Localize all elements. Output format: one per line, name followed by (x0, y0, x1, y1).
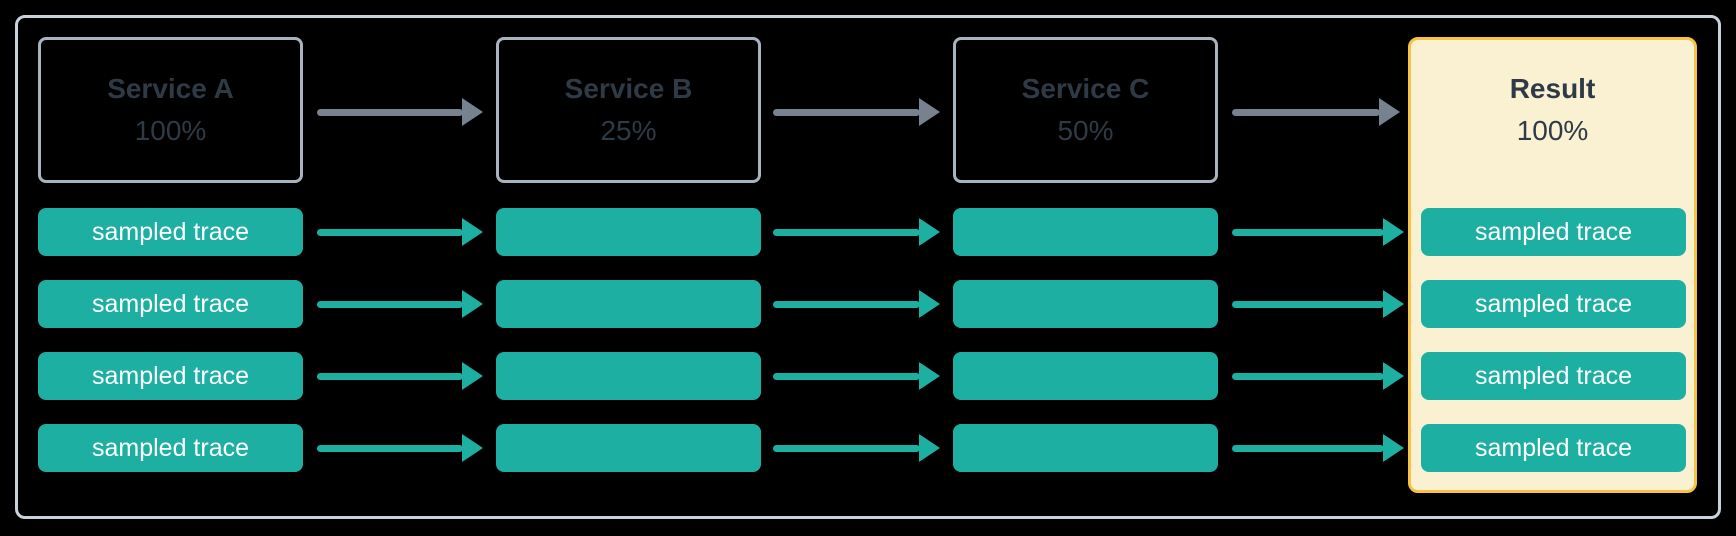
arrow-shaft (317, 228, 463, 236)
service-b-box: Service B 25% (496, 37, 761, 183)
service-b-percentage: 25% (600, 115, 657, 146)
arrow-head-icon (1383, 362, 1404, 390)
trace-bar-b3 (496, 352, 761, 400)
result-panel: Result 100% sampled trace sampled trace … (1408, 37, 1697, 493)
arrow-shaft (317, 372, 463, 380)
result-title: Result (1509, 72, 1596, 104)
trace-arrow-b-c-4 (773, 434, 940, 462)
arrow-head-icon (919, 98, 940, 126)
arrow-head-icon (919, 218, 940, 246)
arrow-head-icon (462, 98, 483, 126)
service-c-box: Service C 50% (953, 37, 1218, 183)
trace-arrow-c-result-2 (1232, 290, 1404, 318)
arrow-shaft (773, 228, 920, 236)
flow-arrow-a-b (317, 98, 483, 126)
trace-bar-c3 (953, 352, 1218, 400)
trace-bar-c2 (953, 280, 1218, 328)
flow-arrow-c-result (1232, 98, 1400, 126)
arrow-head-icon (462, 290, 483, 318)
arrow-shaft (1232, 228, 1384, 236)
trace-bar-b2 (496, 280, 761, 328)
result-header: Result 100% (1411, 40, 1694, 180)
trace-bar-a2: sampled trace (38, 280, 303, 328)
service-b-title: Service B (564, 72, 693, 104)
arrow-head-icon (919, 434, 940, 462)
trace-bar-b4 (496, 424, 761, 472)
trace-bar-a1: sampled trace (38, 208, 303, 256)
arrow-head-icon (919, 362, 940, 390)
trace-bar-a3: sampled trace (38, 352, 303, 400)
trace-arrow-c-result-3 (1232, 362, 1404, 390)
arrow-shaft (1232, 444, 1384, 452)
trace-arrow-b-c-1 (773, 218, 940, 246)
trace-bar-c1 (953, 208, 1218, 256)
trace-arrow-c-result-4 (1232, 434, 1404, 462)
arrow-head-icon (1379, 98, 1400, 126)
arrow-shaft (1232, 300, 1384, 308)
arrow-shaft (773, 444, 920, 452)
arrow-head-icon (462, 218, 483, 246)
arrow-shaft (1232, 372, 1384, 380)
arrow-shaft (773, 372, 920, 380)
service-c-percentage: 50% (1057, 115, 1114, 146)
service-a-percentage: 100% (134, 115, 207, 146)
trace-arrow-a-b-3 (317, 362, 483, 390)
trace-bar-a4: sampled trace (38, 424, 303, 472)
trace-arrow-c-result-1 (1232, 218, 1404, 246)
arrow-head-icon (1383, 218, 1404, 246)
flow-arrow-b-c (773, 98, 940, 126)
trace-arrow-b-c-3 (773, 362, 940, 390)
arrow-shaft (1232, 108, 1380, 116)
arrow-shaft (773, 108, 920, 116)
trace-arrow-a-b-2 (317, 290, 483, 318)
arrow-head-icon (1383, 434, 1404, 462)
result-percentage: 100% (1516, 115, 1589, 146)
arrow-shaft (317, 444, 463, 452)
arrow-shaft (773, 300, 920, 308)
trace-bar-result-1: sampled trace (1421, 208, 1686, 256)
arrow-head-icon (462, 362, 483, 390)
arrow-shaft (317, 300, 463, 308)
diagram-outer-frame (15, 15, 1721, 519)
trace-arrow-b-c-2 (773, 290, 940, 318)
arrow-shaft (317, 108, 463, 116)
trace-bar-result-4: sampled trace (1421, 424, 1686, 472)
service-a-box: Service A 100% (38, 37, 303, 183)
trace-arrow-a-b-4 (317, 434, 483, 462)
trace-arrow-a-b-1 (317, 218, 483, 246)
trace-bar-b1 (496, 208, 761, 256)
arrow-head-icon (1383, 290, 1404, 318)
arrow-head-icon (462, 434, 483, 462)
trace-bar-result-3: sampled trace (1421, 352, 1686, 400)
service-c-title: Service C (1021, 72, 1150, 104)
trace-bar-c4 (953, 424, 1218, 472)
arrow-head-icon (919, 290, 940, 318)
service-a-title: Service A (107, 72, 234, 104)
trace-bar-result-2: sampled trace (1421, 280, 1686, 328)
